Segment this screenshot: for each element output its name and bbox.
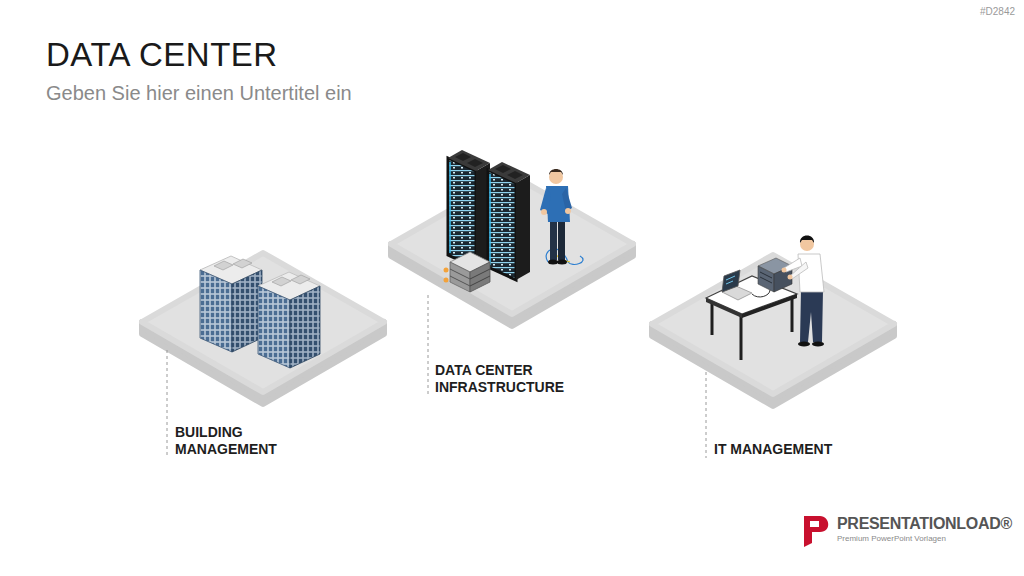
- platform-shape: [648, 252, 898, 462]
- leader-line: [706, 372, 707, 458]
- platform-node: BUILDING MANAGEMENT: [138, 250, 388, 465]
- platform-node: DATA CENTER INFRASTRUCTURE: [387, 172, 637, 397]
- node-label: IT MANAGEMENT: [714, 441, 864, 458]
- logo-text: PRESENTATIONLOAD®: [837, 515, 1012, 533]
- platform-node: IT MANAGEMENT: [648, 252, 898, 462]
- leader-line: [167, 350, 168, 455]
- subtitle: Geben Sie hier einen Untertitel ein: [46, 82, 352, 105]
- platform-top: [652, 255, 894, 394]
- platform-top: [142, 253, 384, 392]
- platform-top: [391, 175, 633, 314]
- node-label: DATA CENTER INFRASTRUCTURE: [435, 362, 585, 396]
- logo-tagline: Premium PowerPoint Vorlagen: [837, 534, 946, 543]
- node-label: BUILDING MANAGEMENT: [175, 424, 305, 458]
- leader-line: [428, 295, 429, 395]
- logo-icon: [804, 516, 828, 547]
- slide-title: DATA CENTER: [46, 36, 278, 74]
- slide-id: #D2842: [980, 6, 1015, 17]
